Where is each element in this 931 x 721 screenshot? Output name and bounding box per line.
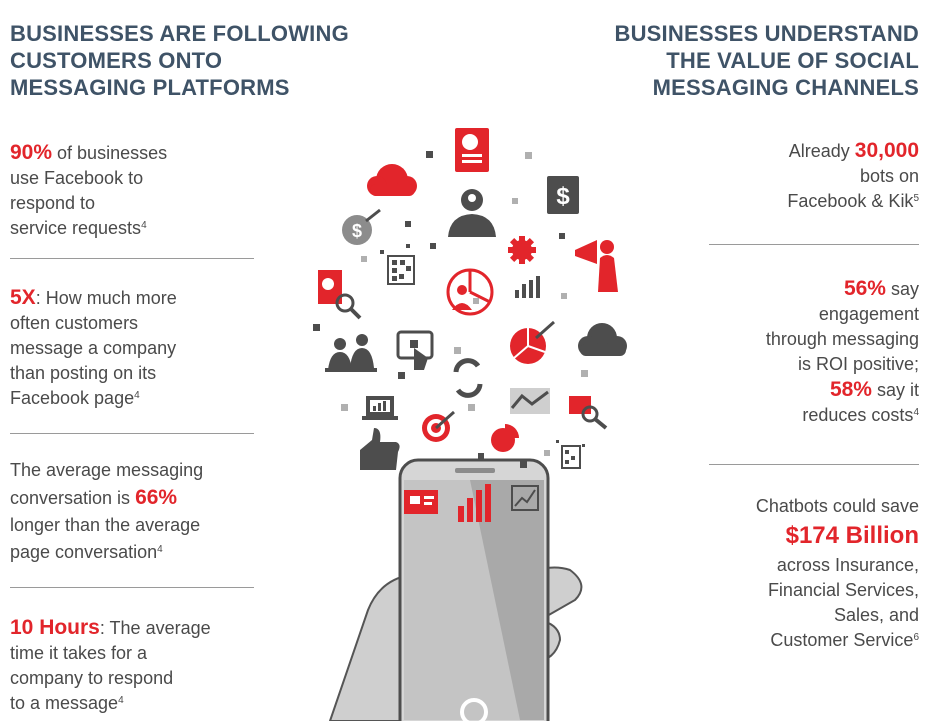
target-pie-icon bbox=[510, 320, 555, 364]
dollar-doc-icon: $ bbox=[547, 176, 579, 214]
stat-facebook-service: 90% of businesses use Facebook to respon… bbox=[10, 141, 168, 238]
gray-cloud-icon bbox=[578, 323, 627, 356]
divider bbox=[709, 244, 919, 245]
sync-arrows-icon bbox=[453, 358, 483, 398]
phone-screen-reflection bbox=[404, 480, 520, 720]
pie-person-icon bbox=[446, 268, 494, 316]
svg-text:$: $ bbox=[556, 183, 570, 210]
decor-squares-light bbox=[341, 152, 588, 456]
laptop-chart-icon bbox=[362, 396, 398, 420]
bullseye-icon bbox=[422, 410, 455, 442]
meeting-icon bbox=[325, 334, 377, 372]
phone-screen-bars-icon bbox=[458, 484, 491, 522]
qr-code-small-icon bbox=[556, 440, 585, 469]
divider bbox=[709, 464, 919, 465]
pie-chart-icon bbox=[491, 424, 519, 452]
idea-person-icon bbox=[448, 189, 496, 237]
stat-highlight: $174 Billion bbox=[785, 522, 919, 549]
divider bbox=[10, 433, 254, 434]
megaphone-person-icon bbox=[575, 240, 618, 292]
line-chart-icon bbox=[510, 388, 550, 414]
red-cloud-icon bbox=[367, 164, 417, 196]
stat-highlight: 66% bbox=[135, 486, 178, 509]
center-illustration: $ $ bbox=[313, 128, 627, 721]
stat-response-time: 10 Hours: The average time it takes for … bbox=[10, 616, 211, 713]
thumbs-up-icon bbox=[360, 428, 400, 470]
stat-highlight-2: 58% bbox=[829, 378, 872, 401]
right-heading: BUSINESSES UNDERSTAND THE VALUE OF SOCIA… bbox=[614, 21, 919, 100]
divider bbox=[10, 587, 254, 588]
stat-highlight: 30,000 bbox=[854, 139, 919, 162]
stat-highlight: 5X bbox=[10, 286, 36, 309]
phone-speaker-icon bbox=[455, 468, 495, 473]
phone-screen-card-icon bbox=[404, 490, 438, 514]
report-search-icon bbox=[318, 270, 362, 320]
phone-home-button-icon bbox=[460, 698, 488, 721]
bar-chart-icon bbox=[515, 276, 540, 298]
stat-highlight: 90% bbox=[10, 141, 53, 164]
divider bbox=[10, 258, 254, 259]
stat-highlight: 56% bbox=[843, 277, 886, 300]
gear-icon bbox=[508, 236, 536, 264]
stat-conversation-length: The average messaging conversation is 66… bbox=[10, 460, 204, 562]
dollar-target-icon: $ bbox=[342, 208, 381, 245]
left-heading: BUSINESSES ARE FOLLOWING CUSTOMERS ONTO … bbox=[10, 21, 349, 100]
svg-text:$: $ bbox=[352, 221, 362, 241]
stat-5x-messaging: 5X: How much more often customers messag… bbox=[10, 286, 177, 408]
map-search-icon bbox=[569, 396, 608, 430]
decor-squares bbox=[313, 151, 565, 468]
stat-bots-count: Already 30,000 bots on Facebook & Kik5 bbox=[787, 139, 919, 211]
stat-highlight: 10 Hours bbox=[10, 616, 100, 639]
qr-code-icon bbox=[380, 244, 415, 285]
document-pie-icon bbox=[455, 128, 489, 172]
phone-screen-trend-icon bbox=[511, 485, 539, 511]
stat-roi-costs: 56% say engagement through messaging is … bbox=[765, 277, 919, 425]
tablet-touch-icon bbox=[396, 330, 434, 370]
